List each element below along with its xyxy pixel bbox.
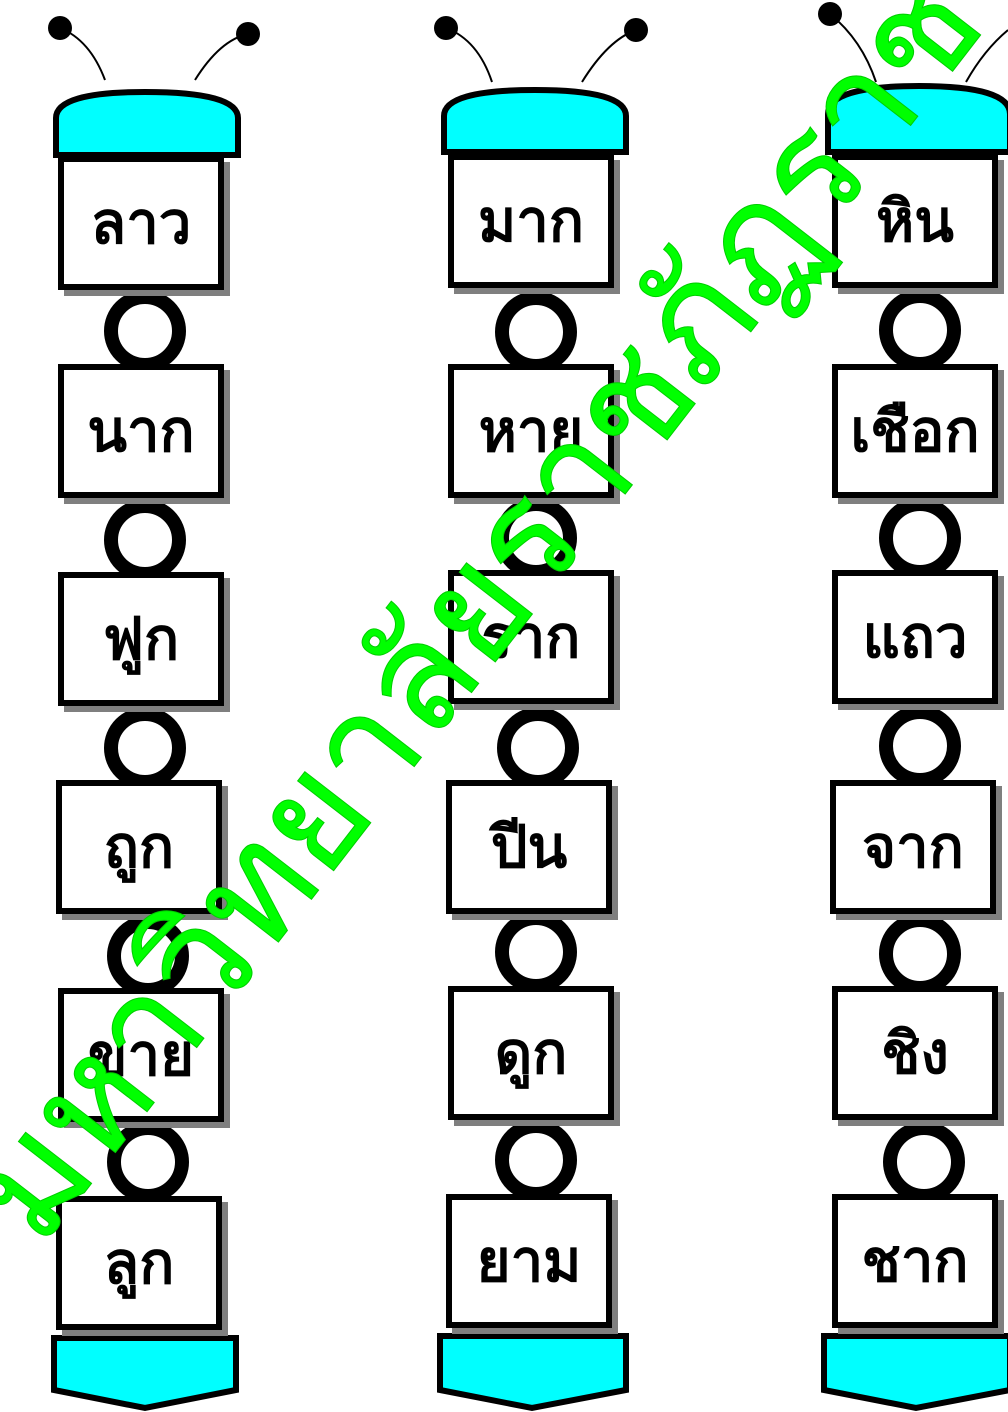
word-card[interactable]: ถูก — [56, 780, 222, 914]
link-ring-icon — [104, 499, 186, 581]
word-card[interactable]: ลูก — [56, 1196, 222, 1330]
word-label: ขาย — [87, 1021, 195, 1089]
word-label: มาก — [478, 187, 584, 255]
antenna-left-icon — [434, 16, 493, 83]
link-ring-icon — [495, 1119, 577, 1201]
link-ring-icon — [104, 290, 186, 372]
tail-cap-icon — [51, 1335, 239, 1412]
word-label: จาก — [862, 813, 964, 881]
word-card[interactable]: ปีน — [446, 780, 612, 914]
caterpillar-column-3: หิน เชือก แถว จาก ชิง ชาก — [818, 0, 1008, 1412]
link-ring-icon — [497, 707, 579, 789]
antenna-right-icon — [965, 29, 1008, 83]
antenna-right-icon — [581, 18, 648, 83]
antenna-right-icon — [194, 22, 260, 81]
word-label: เชือก — [850, 397, 980, 465]
word-card[interactable]: นาก — [58, 364, 224, 498]
word-card[interactable]: ยาม — [446, 1194, 612, 1328]
head-cap-icon — [441, 86, 629, 155]
word-card[interactable]: หาย — [448, 364, 614, 498]
word-card[interactable]: มาก — [448, 154, 614, 288]
link-ring-icon — [107, 1121, 189, 1203]
word-card[interactable]: ชาก — [832, 1194, 998, 1328]
antenna-left-icon — [48, 16, 106, 81]
link-ring-icon — [107, 915, 189, 997]
link-ring-icon — [495, 291, 577, 373]
link-ring-icon — [879, 289, 961, 371]
word-label: ฟูก — [102, 605, 180, 673]
word-card[interactable]: แถว — [832, 570, 998, 704]
word-label: ดูก — [494, 1019, 568, 1087]
word-label: ชิง — [881, 1019, 949, 1087]
word-label: หาย — [478, 397, 584, 465]
antenna-left-icon — [818, 2, 877, 83]
caterpillar-column-1: ลาว นาก ฟูก ถูก ขาย ลูก — [48, 0, 260, 1412]
link-ring-icon — [879, 913, 961, 995]
word-card[interactable]: ดูก — [448, 986, 614, 1120]
word-label: ถูก — [103, 813, 175, 881]
word-card[interactable]: หิน — [832, 154, 998, 288]
tail-cap-icon — [821, 1333, 1008, 1412]
word-label: แถว — [862, 603, 968, 671]
word-label: หิน — [876, 187, 954, 255]
word-label: ลูก — [103, 1229, 175, 1297]
tail-cap-icon — [437, 1333, 629, 1412]
word-card[interactable]: ชิง — [832, 986, 998, 1120]
word-label: ราก — [481, 603, 581, 671]
link-ring-icon — [879, 497, 961, 579]
word-label: นาก — [87, 397, 195, 465]
word-label: ปีน — [490, 813, 568, 881]
word-card[interactable]: ราก — [448, 570, 614, 704]
head-cap-icon — [825, 82, 1008, 155]
caterpillar-column-2: มาก หาย ราก ปีน ดูก ยาม — [434, 0, 648, 1412]
word-card[interactable]: ลาว — [58, 156, 224, 290]
word-label: ลาว — [90, 189, 192, 257]
head-cap-icon — [53, 88, 241, 158]
caterpillar-body-1 — [48, 16, 260, 1412]
word-label: ยาม — [476, 1227, 582, 1295]
link-ring-icon — [495, 497, 577, 579]
word-card[interactable]: เชือก — [832, 364, 998, 498]
word-card[interactable]: จาก — [830, 780, 996, 914]
word-card[interactable]: ขาย — [58, 988, 224, 1122]
link-ring-icon — [104, 707, 186, 789]
link-ring-icon — [879, 705, 961, 787]
link-ring-icon — [883, 1121, 965, 1203]
word-label: ชาก — [861, 1227, 969, 1295]
link-ring-icon — [495, 911, 577, 993]
word-card[interactable]: ฟูก — [58, 572, 224, 706]
